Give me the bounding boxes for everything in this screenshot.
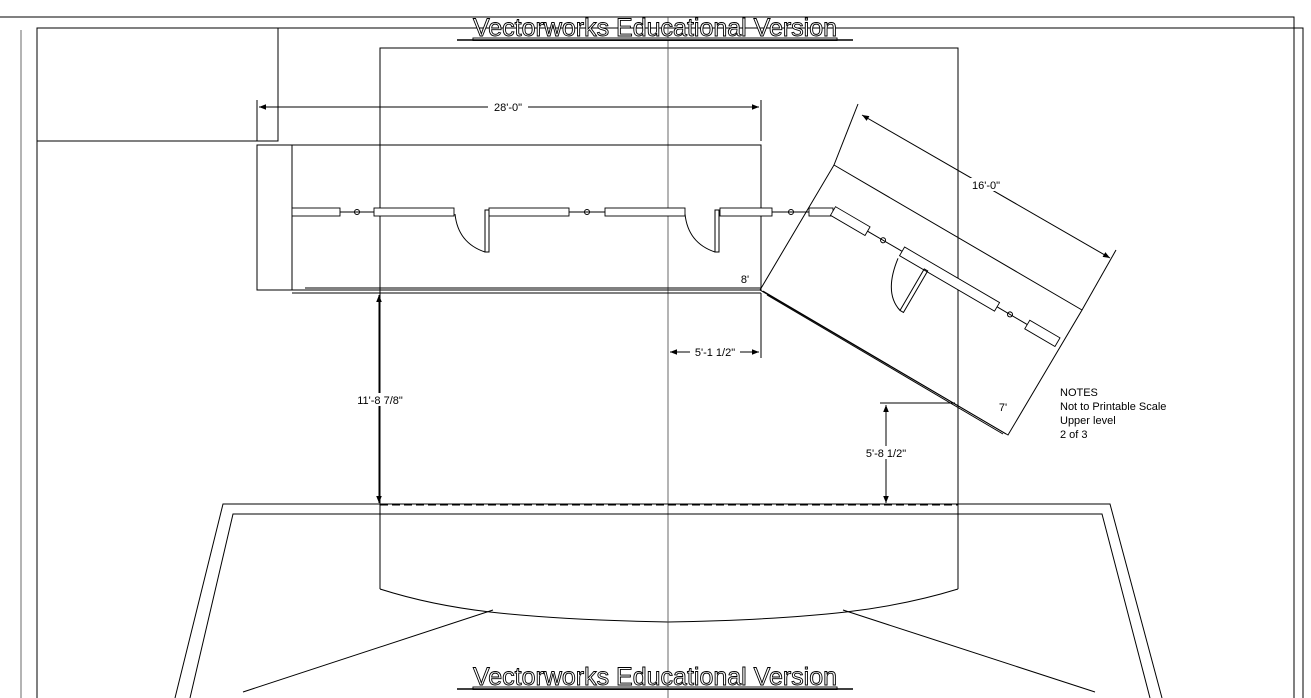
- venue-outline: [379, 17, 959, 698]
- notes-heading: NOTES: [1060, 387, 1098, 399]
- dim-right-height-label: 5'-8 1/2": [866, 448, 906, 460]
- watermark-top: Vectorworks Educational Version: [457, 14, 853, 42]
- watermark-bottom-text: Vectorworks Educational Version: [473, 663, 837, 691]
- sheet-border: [0, 16, 1304, 698]
- dim-left-height-label: 11'-8 7/8": [357, 395, 403, 407]
- angled-structure: [759, 164, 1083, 436]
- dim-angled-width-label: 16'-0": [972, 180, 1000, 192]
- watermark-top-text: Vectorworks Educational Version: [473, 14, 837, 42]
- left-structure: [256, 144, 834, 294]
- dimension-top-width: 28'-0": [256, 100, 762, 141]
- notes-line-2: Upper level: [1060, 415, 1116, 427]
- stage-outline: [174, 503, 1163, 698]
- watermark-bottom: Vectorworks Educational Version: [457, 663, 853, 691]
- dimension-center-offset: 5'-1 1/2": [670, 293, 762, 359]
- label-7ft: 7': [999, 402, 1007, 414]
- dim-top-width-label: 28'-0": [494, 102, 522, 114]
- notes-line-1: Not to Printable Scale: [1060, 401, 1166, 413]
- notes-line-3: 2 of 3: [1060, 429, 1088, 441]
- dimension-left-height: 11'-8 7/8": [350, 295, 410, 503]
- dimension-right-height: 5'-8 1/2": [860, 402, 955, 503]
- notes-block: NOTES Not to Printable Scale Upper level…: [1060, 387, 1166, 441]
- label-8ft: 8': [741, 274, 749, 286]
- title-block-box: [36, 27, 279, 142]
- dim-center-offset-label: 5'-1 1/2": [695, 347, 735, 359]
- dimension-angled-width: 16'-0": [833, 103, 1117, 311]
